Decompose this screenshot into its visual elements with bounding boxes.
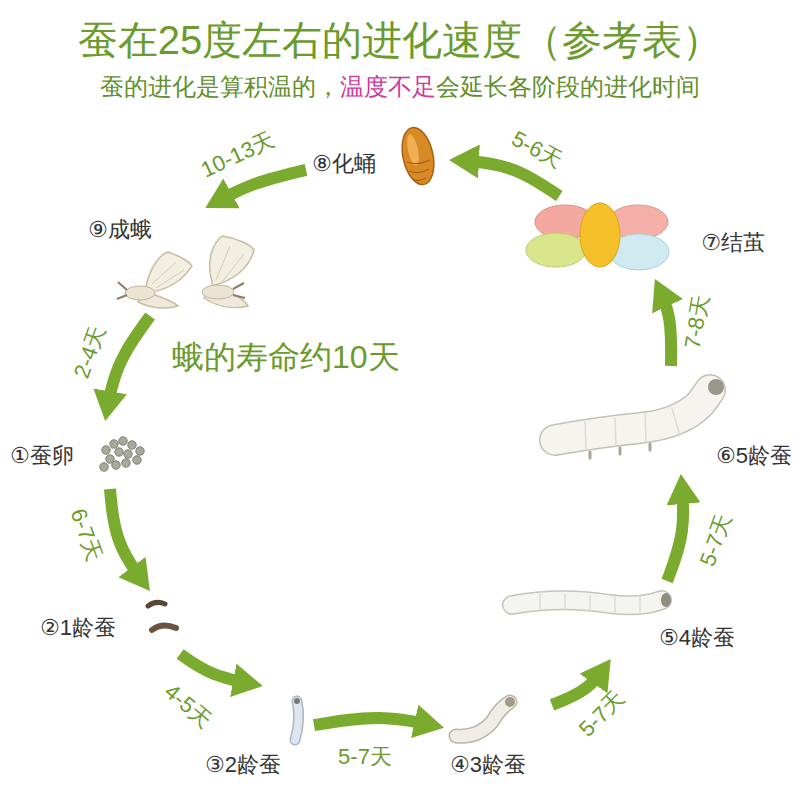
larva-outline [456,702,510,736]
subtitle-row: 蚕的进化是算积温的，温度不足会延长各阶段的进化时间 [0,72,800,102]
egg [100,463,108,471]
wing-vein [152,262,184,288]
stage-node: ⑥5龄蚕 [545,370,792,470]
larva [148,602,165,606]
subtitle-text: 温度不足 [340,73,436,100]
stage-label: ⑦结茧 [701,230,765,256]
moth-wing [210,236,254,286]
moths [117,236,254,308]
cocoon [526,233,586,267]
subtitle-text: 会延长各阶段的进化时间 [436,73,700,100]
title: 蚕在25度左右的进化速度（参考表） [0,16,800,64]
larva-head [294,698,300,704]
second-instar-larva [294,698,300,740]
pupa-segment [407,160,430,180]
larva-segment [585,408,680,450]
eggs [100,437,144,471]
stage-node: ②1龄蚕 [38,595,183,650]
stage-label: ③2龄蚕 [205,752,281,778]
stage-arrow [110,489,150,591]
larva-head [661,593,671,607]
egg [128,441,136,449]
stage-node: ⑨成蛾 [88,212,258,312]
stage-node: ⑧化蛹 [310,125,445,190]
duration-label: 7-8天 [680,293,715,350]
larva [456,702,510,736]
larva-head [708,379,724,395]
larva-leg [590,444,650,458]
stage-label: ⑧化蛹 [312,151,376,177]
larva-outline [295,701,299,740]
larva [152,625,176,630]
stage-label: ④3龄蚕 [450,752,526,778]
stage-arrow [314,718,444,728]
note-text: 蛾的寿命约10天 [172,338,400,376]
moth-antenna [233,283,245,298]
stage-node: ⑦结茧 [525,200,770,275]
stage-label: ⑨成蛾 [88,217,152,243]
larva-segment [540,594,640,612]
stage-label: ①蚕卵 [10,443,74,469]
larva-outline [555,390,710,440]
egg [122,459,130,467]
subtitle-text: 蚕的进化是算积温的， [100,73,340,100]
egg [102,446,110,454]
stage-node: ④3龄蚕 [448,685,548,780]
first-instar-larvae [148,602,176,630]
moth-body [202,285,234,299]
egg [124,450,132,458]
larva [555,390,710,440]
cocoon [580,203,620,267]
moth-antenna [117,282,127,299]
duration-label: 2-4天 [69,322,112,381]
egg [115,448,123,456]
third-instar-larva [456,697,515,736]
wing-vein [216,246,244,282]
stage-arrow [667,474,683,581]
duration-label: 4-5天 [159,679,217,733]
pupa-body [397,125,438,188]
moth-body [125,286,155,300]
egg [119,437,127,445]
egg [110,440,118,448]
egg [136,447,144,455]
larva-head [505,697,515,707]
larva [295,701,299,740]
egg [112,461,120,469]
stage-node: ①蚕卵 [10,425,150,485]
stage-label: ⑥5龄蚕 [716,443,792,469]
stage-arrow [655,279,671,366]
moth-wing [146,252,192,292]
duration-label: 6-7天 [65,505,108,564]
stage-label: ②1龄蚕 [40,615,116,641]
stage-arrow [105,316,150,421]
duration-label: 5-7天 [695,510,738,569]
duration-label: 5-7天 [338,744,392,770]
fourth-instar-larva [512,593,671,612]
stage-node: ⑤4龄蚕 [505,585,740,655]
fifth-instar-larva [555,379,724,458]
stage-node: ③2龄蚕 [205,690,310,785]
pupa [397,125,438,188]
egg [133,456,141,464]
stage-label: ⑤4龄蚕 [659,625,735,651]
cocoons [526,203,669,270]
stage-arrow [180,654,263,686]
